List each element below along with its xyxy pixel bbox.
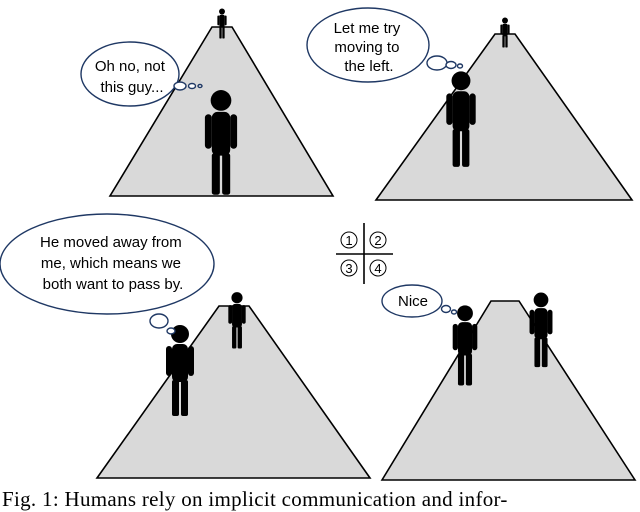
scene-1: Oh no, not this guy... [80, 8, 335, 197]
svg-text:Let me try moving to: Let me try moving to the left. [334, 20, 405, 75]
figure-caption: Fig. 1: Humans rely on implicit communic… [2, 487, 508, 511]
quadrant-label-2: 2 [374, 233, 381, 248]
svg-text:Oh no, not this guy...: Oh no, not this guy... [95, 58, 169, 96]
thought-1-line-2: this guy... [100, 79, 163, 96]
thought-3-line-3: both want to pass by. [43, 276, 184, 293]
quadrant-label-4: 4 [374, 261, 381, 276]
svg-text:Nice: Nice [398, 293, 428, 310]
thought-1-line-1: Oh no, not [95, 58, 166, 75]
thought-2-line-2: moving to [334, 39, 399, 56]
thought-bubble-4: Nice [381, 284, 458, 318]
walkway-1 [108, 26, 335, 197]
svg-text:He moved away from me,: He moved away from me, which means we bo… [40, 234, 186, 293]
scene-4: Nice [380, 284, 637, 481]
thought-bubble-2: Let me try moving to the left. [306, 7, 464, 83]
thought-3-line-1: He moved away from [40, 234, 182, 251]
quadrant-legend: 1 2 3 4 [336, 223, 393, 284]
thought-bubble-3: He moved away from me, which means we bo… [0, 213, 215, 335]
walkway-4 [380, 300, 637, 481]
thought-3-line-2: me, which means we [41, 255, 181, 272]
scene-3: He moved away from me, which means we bo… [0, 213, 372, 479]
scene-2: Let me try moving to the left. [306, 7, 634, 201]
thought-bubble-1: Oh no, not this guy... [80, 41, 203, 107]
thought-4-line-1: Nice [398, 293, 428, 310]
thought-2-line-1: Let me try [334, 20, 401, 37]
quadrant-label-1: 1 [345, 233, 352, 248]
quadrant-label-3: 3 [345, 261, 352, 276]
thought-2-line-3: the left. [344, 58, 393, 75]
